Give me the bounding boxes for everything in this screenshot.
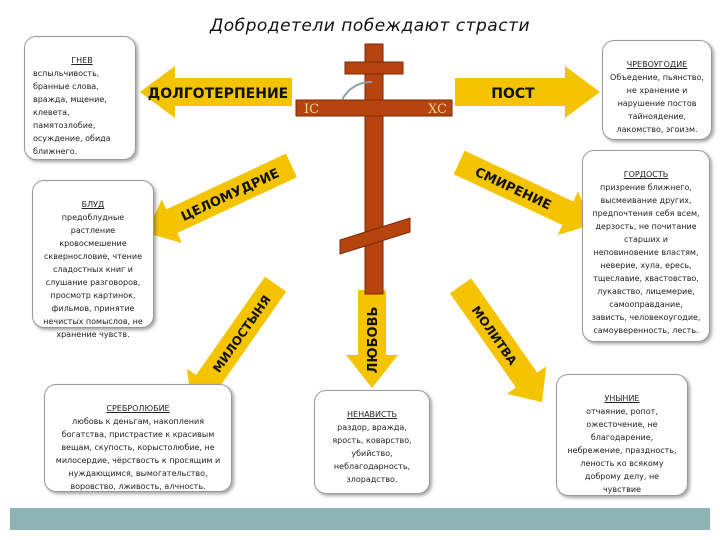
passion-box-hatred: НЕНАВИСТЬ раздор, вражда, ярость, коварст… [314,390,430,494]
label-chastity: ЦЕЛОМУДРИЕ [179,166,282,225]
arrow-charity [187,276,287,405]
passion-gluttony-name: ЧРЕВОУГОДИЕ [626,60,688,69]
passion-anger-text: вспыльчивость, бранные слова, вражда, мщ… [33,69,111,156]
passion-box-fornication: БЛУД предоблудные растление кровосмешение… [32,180,154,339]
footer-bar [10,508,710,530]
passion-despondency-name: УНЫНИЕ [604,394,640,403]
cross-text-xc: XC [428,102,447,117]
passion-fornication-name: БЛУД [81,200,105,209]
passion-despondency-text: отчаяние, ропот, ожесточение, не благода… [567,407,677,494]
passion-box-anger: ГНЕВ вспыльчивость, бранные слова, вражда… [24,36,136,160]
arrow-prayer [449,278,547,403]
arrow-humility [453,150,593,235]
passion-avarice-name: СРЕБРОЛЮБИЕ [106,404,170,413]
arrow-fasting [455,66,600,118]
halo-arc [341,80,373,101]
passion-box-gluttony: ЧРЕВОУГОДИЕ Объедение, пьянство, не хране… [602,40,712,140]
label-love: ЛЮБОВЬ [366,307,381,374]
passion-anger-name: ГНЕВ [71,56,93,65]
label-longsuffering: ДОЛГОТЕРПЕНИЕ [148,86,288,102]
arrow-longsuffering [140,66,292,118]
arrow-chastity [146,153,297,243]
label-charity: МИЛОСТЫНЯ [210,293,274,375]
passion-avarice-text: любовь к деньгам, накопления богатства, … [55,417,221,491]
passion-box-despondency: УНЫНИЕ отчаяние, ропот, ожесточение, не б… [556,374,688,496]
label-fasting: ПОСТ [491,86,535,102]
passion-pride-text: призрение ближнего, высмеивание других, … [591,183,701,335]
passion-gluttony-text: Объедение, пьянство, не хранение и наруш… [610,73,704,134]
passion-fornication-text: предоблудные растление кровосмешение скв… [43,213,143,339]
passion-hatred-name: НЕНАВИСТЬ [347,410,397,419]
slide-title: Добродетели побеждают страсти [209,16,531,36]
orthodox-cross [295,43,453,295]
passion-pride-name: ГОРДОСТЬ [623,170,669,179]
arrow-love [346,290,398,388]
passion-box-avarice: СРЕБРОЛЮБИЕ любовь к деньгам, накопления … [44,384,232,492]
passion-box-pride: ГОРДОСТЬ призрение ближнего, высмеивание … [582,150,710,342]
cross-text-ic: IC [304,102,319,117]
passion-hatred-text: раздор, вражда, ярость, коварство, убийс… [332,423,412,484]
